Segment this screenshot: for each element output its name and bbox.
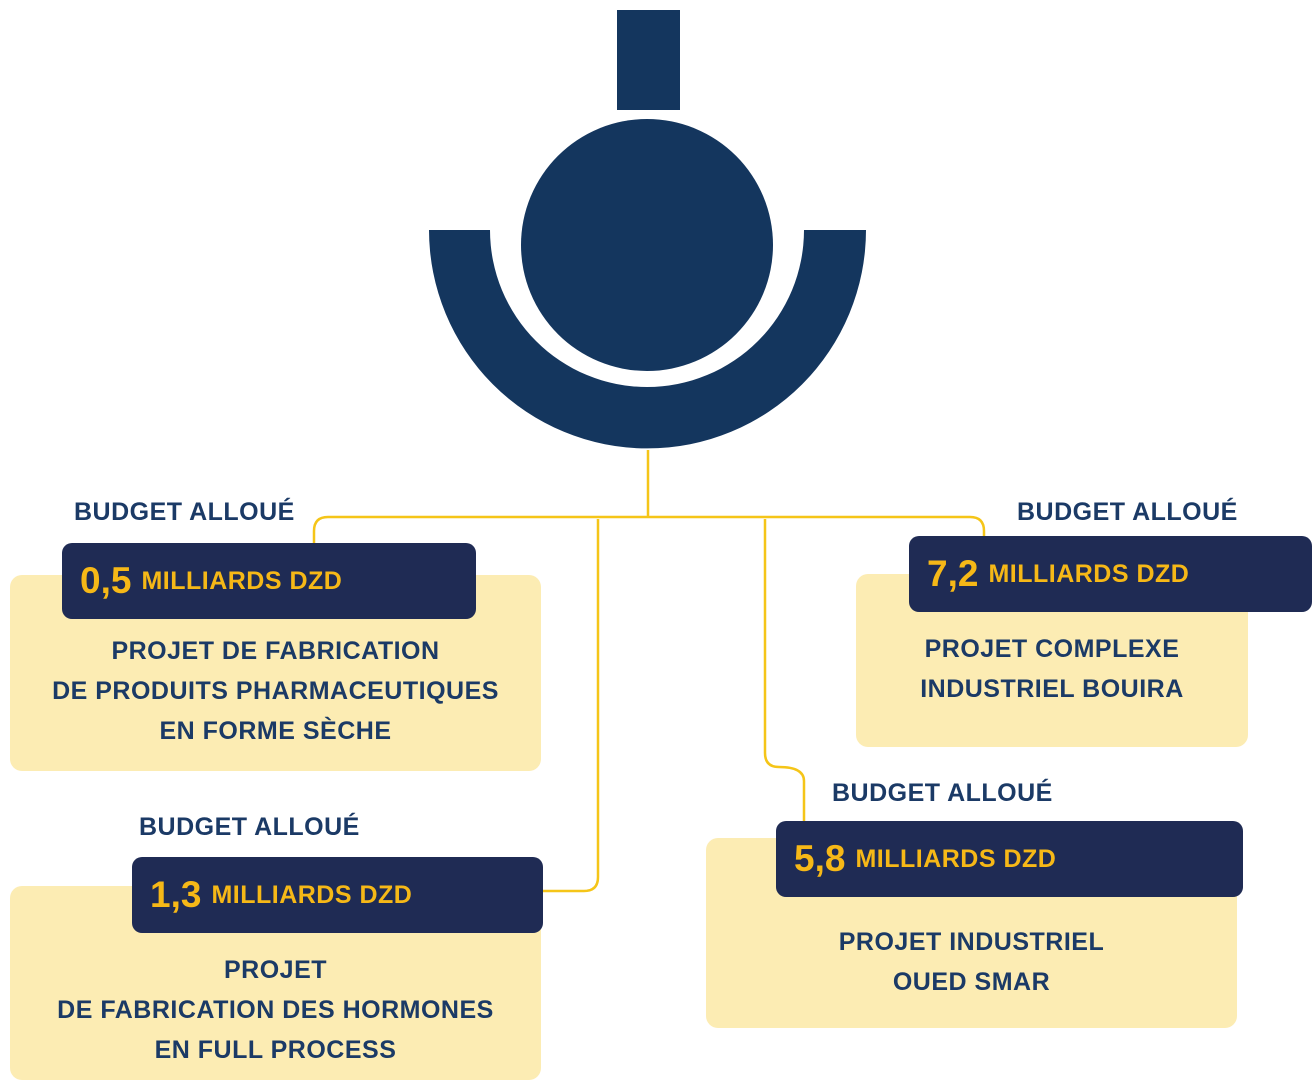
amount-unit-3: MILLIARDS DZD <box>855 844 1057 873</box>
logo-circle <box>521 119 773 371</box>
amount-box-4: 7,2 MILLIARDS DZD <box>909 536 1312 612</box>
connector-project-4 <box>969 515 986 545</box>
amount-box-3: 5,8 MILLIARDS DZD <box>776 821 1243 897</box>
connector-project-2 <box>541 519 600 893</box>
budget-label-3: BUDGET ALLOUÉ <box>832 779 1053 807</box>
logo-stem <box>617 10 680 110</box>
amount-unit-4: MILLIARDS DZD <box>988 559 1190 588</box>
budget-label-2: BUDGET ALLOUÉ <box>139 813 360 841</box>
budget-label-4: BUDGET ALLOUÉ <box>1017 498 1238 526</box>
project-title-4: PROJET COMPLEXE INDUSTRIEL BOUIRA <box>920 635 1184 703</box>
connector-project-1 <box>312 515 329 545</box>
amount-box-2: 1,3 MILLIARDS DZD <box>132 857 543 933</box>
amount-box-1: 0,5 MILLIARDS DZD <box>62 543 476 619</box>
amount-unit-2: MILLIARDS DZD <box>211 880 413 909</box>
amount-unit-1: MILLIARDS DZD <box>141 566 343 595</box>
logo-bowl <box>429 230 866 449</box>
budget-label-1: BUDGET ALLOUÉ <box>74 498 295 526</box>
amount-value-4: 7,2 <box>927 553 979 594</box>
project-title-1: PROJET DE FABRICATION DE PRODUITS PHARMA… <box>52 637 499 745</box>
connector-project-3 <box>763 519 806 823</box>
amount-value-1: 0,5 <box>80 560 132 601</box>
project-title-3: PROJET INDUSTRIEL OUED SMAR <box>838 928 1105 996</box>
amount-value-3: 5,8 <box>794 838 846 879</box>
amount-value-2: 1,3 <box>150 874 202 915</box>
project-title-2: PROJET DE FABRICATION DES HORMONES EN FU… <box>57 956 494 1064</box>
